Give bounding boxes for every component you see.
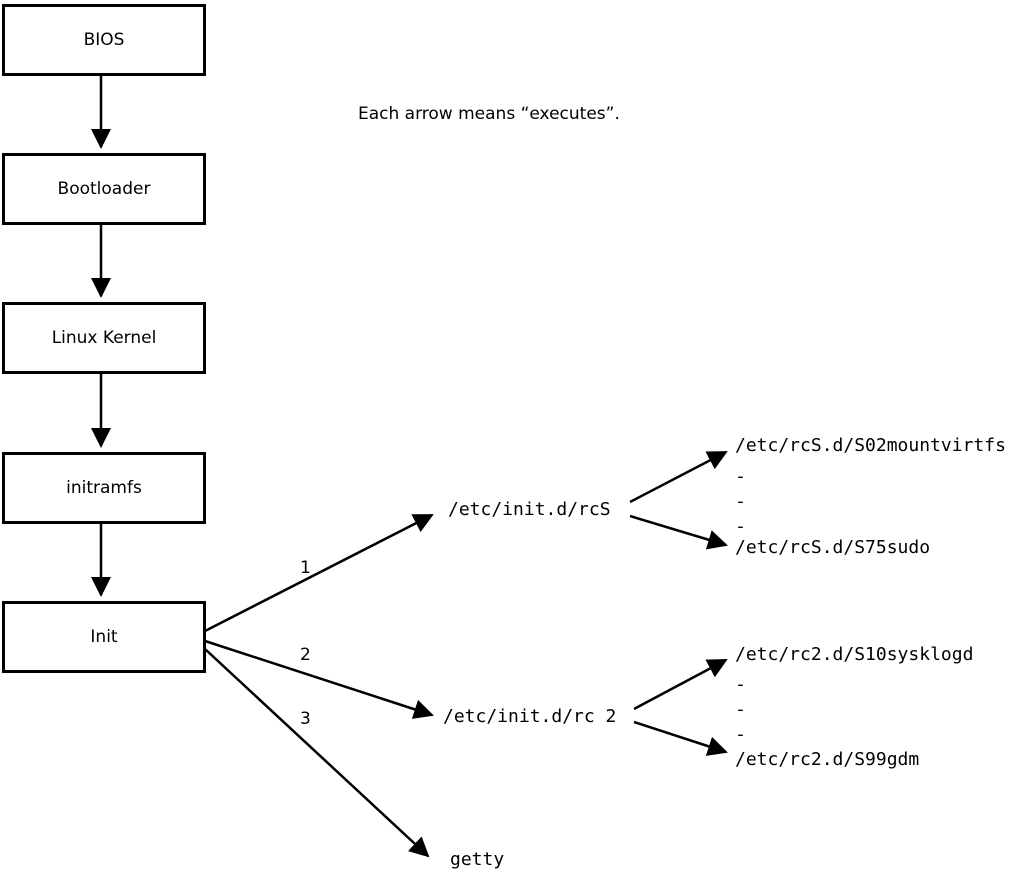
arrow-rcs-to-s02mountvirtfs [629,450,728,504]
flow-box-initramfs-label: initramfs [66,478,142,498]
flow-box-linux-kernel-label: Linux Kernel [51,328,157,348]
rc2-ellipsis-dash-2: - [735,699,746,720]
rc2-script-label: /etc/init.d/rc 2 [443,706,617,727]
flow-box-bootloader-label: Bootloader [57,179,151,199]
flow-box-bootloader: Bootloader [2,153,206,225]
flow-box-init-label: Init [90,627,118,647]
flow-box-linux-kernel: Linux Kernel [2,302,206,374]
arrow-rcs-to-s75sudo [629,514,728,550]
rcs-child-first-label: /etc/rcS.d/S02mountvirtfs [735,435,1006,456]
rcs-ellipsis-dash-2: - [735,491,746,512]
arrow-init-to-rcs [204,513,434,633]
arrow-init-to-getty [204,648,430,858]
rc2-child-first-label: /etc/rc2.d/S10sysklogd [735,644,974,665]
rc2-ellipsis-dash-3: - [735,724,746,745]
branch-number-2: 2 [300,645,311,665]
branch-number-3: 3 [300,709,311,729]
rcs-ellipsis-dash-3: - [735,516,746,537]
arrow-init-to-rc2 [204,639,434,719]
rc2-child-last-label: /etc/rc2.d/S99gdm [735,749,920,770]
flow-box-bios: BIOS [2,4,206,76]
rcs-ellipsis-dash-1: - [735,466,746,487]
arrow-rc2-to-s10sysklogd [633,658,728,711]
arrow-rc2-to-s99gdm [633,720,728,756]
rcs-script-label: /etc/init.d/rcS [448,499,611,520]
rcs-child-last-label: /etc/rcS.d/S75sudo [735,537,931,558]
diagram-caption: Each arrow means “executes”. [358,104,620,124]
flow-box-init: Init [2,601,206,673]
branch-number-1: 1 [300,558,311,578]
flow-box-bios-label: BIOS [83,30,125,50]
rc2-ellipsis-dash-1: - [735,674,746,695]
getty-label: getty [450,849,505,870]
flow-box-initramfs: initramfs [2,452,206,524]
